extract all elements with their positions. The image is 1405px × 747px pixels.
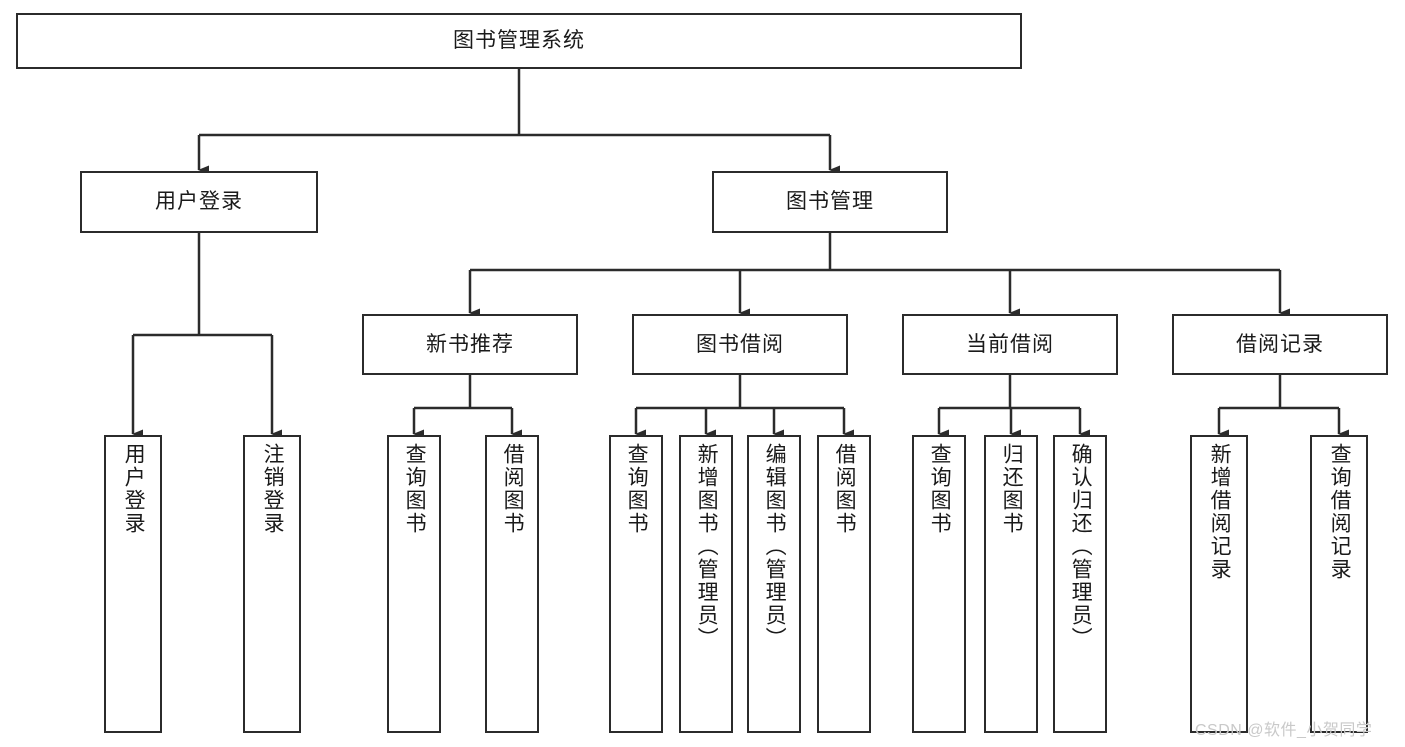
node-label: 编辑图书（管理员） (763, 443, 787, 650)
node-newbooks[interactable]: 新书推荐 (362, 314, 578, 375)
node-label: 用户登录 (122, 443, 146, 535)
node-label: 图书管理系统 (453, 29, 585, 53)
node-label: 新增图书（管理员） (695, 443, 719, 650)
node-c-confirm[interactable]: 确认归还（管理员） (1053, 435, 1107, 733)
node-c-return[interactable]: 归还图书 (984, 435, 1038, 733)
node-label: 借阅图书 (501, 443, 525, 535)
node-login[interactable]: 用户登录 (80, 171, 318, 233)
node-borrow[interactable]: 图书借阅 (632, 314, 848, 375)
node-root[interactable]: 图书管理系统 (16, 13, 1022, 69)
node-label: 查询借阅记录 (1328, 443, 1352, 581)
node-c-query[interactable]: 查询图书 (912, 435, 966, 733)
node-b-lend[interactable]: 借阅图书 (817, 435, 871, 733)
node-label: 借阅图书 (833, 443, 857, 535)
node-current[interactable]: 当前借阅 (902, 314, 1118, 375)
node-b-edit[interactable]: 编辑图书（管理员） (747, 435, 801, 733)
node-label: 图书借阅 (696, 332, 784, 356)
node-r-add[interactable]: 新增借阅记录 (1190, 435, 1248, 733)
node-label: 新增借阅记录 (1208, 443, 1232, 581)
node-r-query[interactable]: 查询借阅记录 (1310, 435, 1368, 733)
node-label: 当前借阅 (966, 332, 1054, 356)
node-label: 查询图书 (928, 443, 952, 535)
node-b-query[interactable]: 查询图书 (609, 435, 663, 733)
node-bookmgmt[interactable]: 图书管理 (712, 171, 948, 233)
node-label: 新书推荐 (426, 332, 514, 356)
node-label: 查询图书 (625, 443, 649, 535)
node-n-query[interactable]: 查询图书 (387, 435, 441, 733)
node-records[interactable]: 借阅记录 (1172, 314, 1388, 375)
node-label: 查询图书 (403, 443, 427, 535)
node-l-logout[interactable]: 注销登录 (243, 435, 301, 733)
node-label: 确认归还（管理员） (1069, 443, 1093, 650)
node-label: 借阅记录 (1236, 332, 1324, 356)
connector-lines (131, 69, 1349, 439)
node-label: 用户登录 (155, 190, 243, 214)
node-l-login[interactable]: 用户登录 (104, 435, 162, 733)
node-label: 注销登录 (261, 443, 285, 535)
node-label: 图书管理 (786, 190, 874, 214)
node-b-add[interactable]: 新增图书（管理员） (679, 435, 733, 733)
watermark: CSDN @软件_小贺同学 (1195, 722, 1373, 739)
node-n-borrow[interactable]: 借阅图书 (485, 435, 539, 733)
node-label: 归还图书 (1000, 443, 1024, 535)
